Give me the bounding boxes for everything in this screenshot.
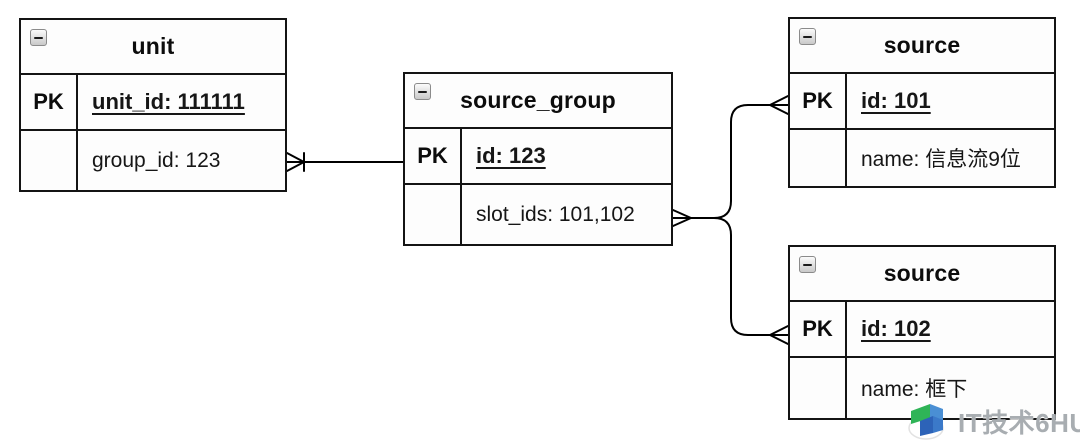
- minus-icon: [418, 90, 427, 93]
- relationship-unit-source-group[interactable]: [286, 152, 404, 172]
- table-row[interactable]: group_id: 123: [21, 131, 285, 190]
- relationship-line[interactable]: [672, 104, 789, 219]
- site-logo-icon: [908, 404, 944, 440]
- key-cell: [790, 130, 847, 186]
- pk-label: PK: [790, 302, 847, 356]
- crow-foot-many-icon: [769, 325, 789, 345]
- relationship-source-group-source-102[interactable]: [672, 217, 789, 345]
- field-value: group_id: 123: [92, 148, 221, 172]
- relationship-line[interactable]: [672, 217, 789, 336]
- table-row-pk[interactable]: PK unit_id: 111111: [21, 75, 285, 131]
- pk-label: PK: [21, 75, 78, 129]
- table-row[interactable]: slot_ids: 101,102: [405, 185, 671, 244]
- table-row[interactable]: name: 信息流9位: [790, 130, 1054, 186]
- field-value: name: 信息流9位: [861, 148, 1021, 171]
- table-header: source: [790, 19, 1054, 74]
- collapse-button[interactable]: [30, 29, 47, 46]
- pk-field-value: id: 102: [861, 316, 931, 341]
- pk-label: PK: [405, 129, 462, 183]
- minus-icon: [803, 35, 812, 38]
- pk-label: PK: [790, 74, 847, 128]
- crow-foot-many-icon: [769, 95, 789, 115]
- table-title: unit: [131, 33, 175, 59]
- field-value: name: 框下: [861, 378, 968, 401]
- key-cell: [790, 358, 847, 418]
- table-title: source: [883, 260, 961, 286]
- table-unit[interactable]: unit PK unit_id: 111111 group_id: 123: [19, 18, 287, 192]
- table-row[interactable]: name: 框下: [790, 358, 1054, 418]
- key-cell: [405, 185, 462, 244]
- table-source-group[interactable]: source_group PK id: 123 slot_ids: 101,10…: [403, 72, 673, 246]
- key-cell: [21, 131, 78, 190]
- collapse-button[interactable]: [414, 83, 431, 100]
- collapse-button[interactable]: [799, 256, 816, 273]
- table-row-pk[interactable]: PK id: 101: [790, 74, 1054, 130]
- table-row-pk[interactable]: PK id: 123: [405, 129, 671, 185]
- pk-field-value: id: 101: [861, 88, 931, 113]
- table-source-101[interactable]: source PK id: 101 name: 信息流9位: [788, 17, 1056, 188]
- table-source-102[interactable]: source PK id: 102 name: 框下: [788, 245, 1056, 420]
- watermark: IT技术6HU: [908, 400, 1080, 442]
- table-title: source: [883, 32, 961, 58]
- field-value: slot_ids: 101,102: [476, 202, 635, 226]
- table-header: source: [790, 247, 1054, 302]
- table-title: source_group: [460, 87, 616, 113]
- table-row-pk[interactable]: PK id: 102: [790, 302, 1054, 358]
- collapse-button[interactable]: [799, 28, 816, 45]
- table-header: source_group: [405, 74, 671, 129]
- pk-field-value: id: 123: [476, 143, 546, 168]
- minus-icon: [803, 263, 812, 266]
- minus-icon: [34, 36, 43, 39]
- table-header: unit: [21, 20, 285, 75]
- watermark-text: IT技术6HU: [958, 407, 1080, 438]
- pk-field-value: unit_id: 111111: [92, 89, 245, 114]
- relationship-source-group-source-101[interactable]: [672, 95, 789, 227]
